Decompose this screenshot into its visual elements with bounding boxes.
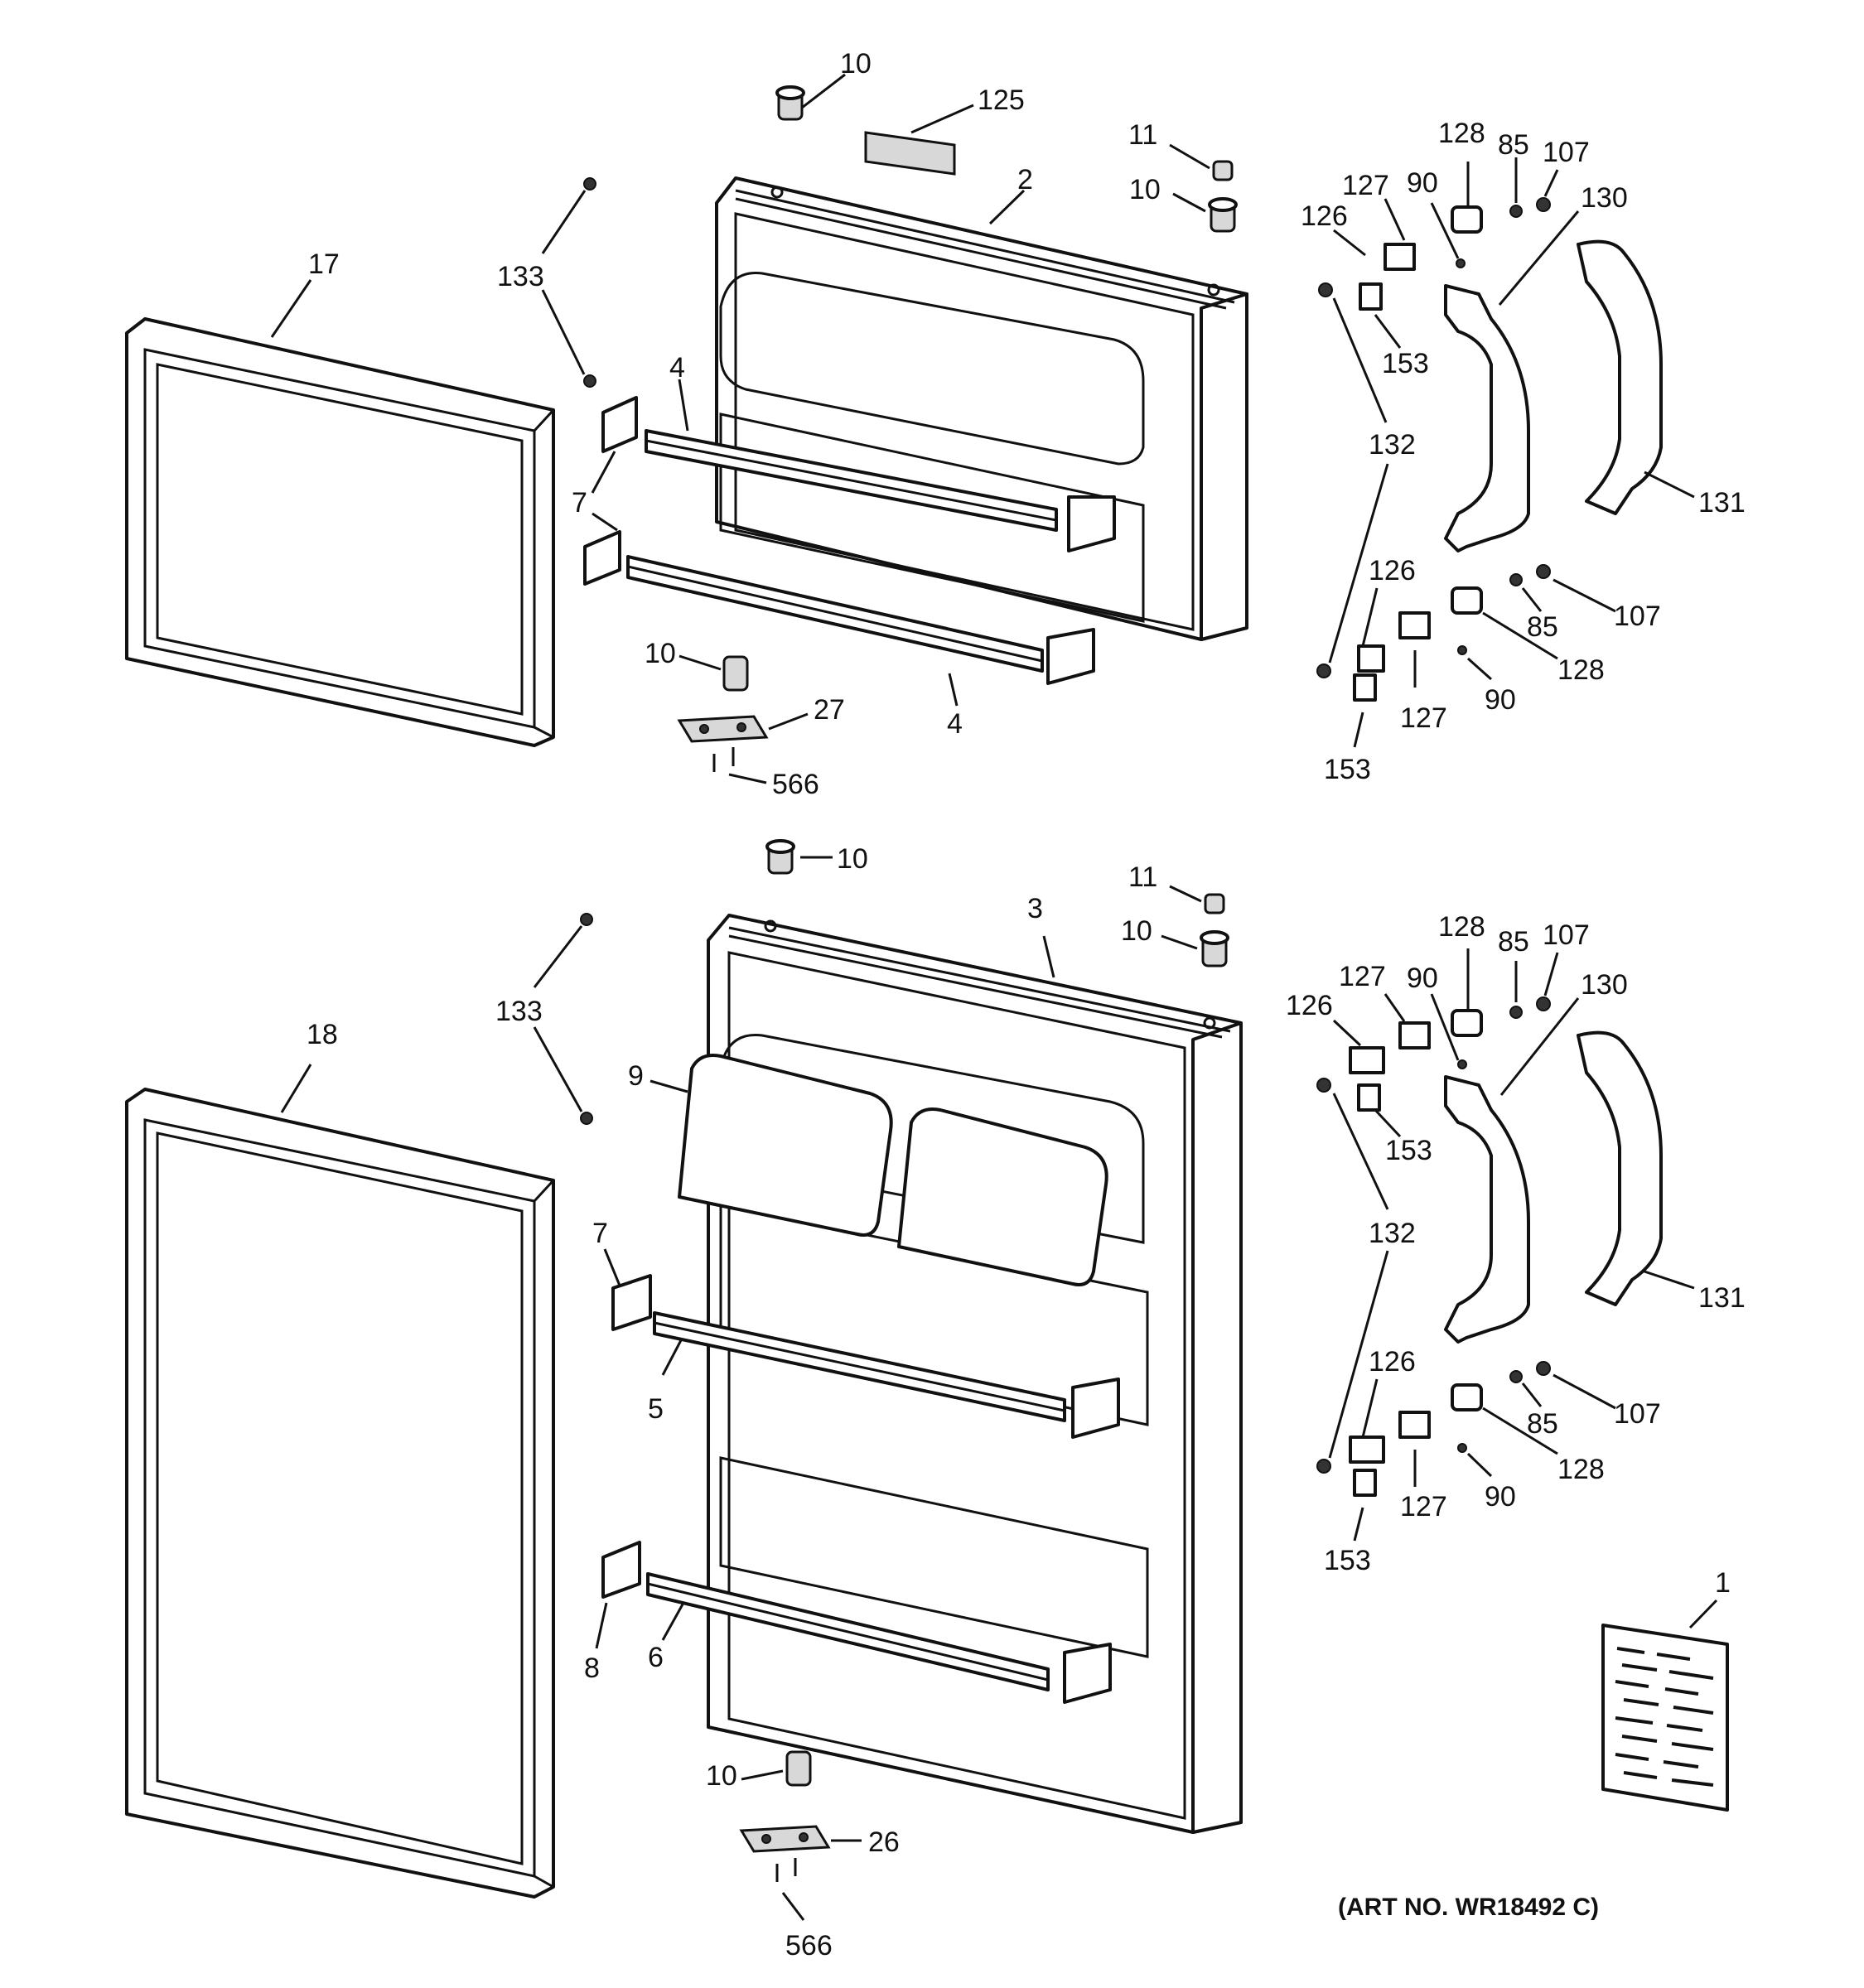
freezer-door-section: 17 2 10 125 11 10 133 4 4 7 10 27 566 [125,48,1248,800]
callout-top-153b: 153 [1324,754,1371,785]
callout-bottom-90a: 90 [1407,963,1438,994]
callout-freezer-stop-bottom: 10 [645,638,676,669]
callout-fresh-gasket: 18 [307,1019,338,1050]
callout-top-85b: 85 [1527,611,1558,643]
freezer-hinge-27 [677,715,769,772]
callout-fresh-plug-top: 10 [837,843,868,875]
art-number: (ART NO. WR18492 C) [1338,1894,1599,1921]
callout-bottom-126a: 126 [1286,990,1333,1021]
callout-freezer-shelf-4b: 4 [947,708,963,740]
callout-fresh-plug-10-right: 10 [1121,915,1152,947]
freezer-shelf-upper [645,429,1116,552]
callout-literature-1: 1 [1715,1567,1731,1599]
dairy-bins [678,1054,1108,1286]
callout-top-131: 131 [1698,487,1746,519]
callout-top-127a: 127 [1342,170,1389,201]
callout-top-126b: 126 [1369,555,1416,586]
literature-sheet: 1 [1601,1567,1731,1812]
fresh-screw-133 [580,913,593,1125]
callout-bottom-126b: 126 [1369,1346,1416,1378]
callout-top-128a: 128 [1438,118,1485,149]
callout-freezer-plug-11: 11 [1128,119,1157,151]
callout-fresh-plug-11: 11 [1128,861,1157,893]
callout-fresh-end-cap-8: 8 [584,1653,600,1684]
callout-bottom-153b: 153 [1324,1545,1371,1576]
callout-fresh-shelf-6: 6 [648,1642,664,1673]
callout-fresh-door: 3 [1027,893,1043,924]
callout-fresh-screw-566: 566 [785,1930,833,1961]
callout-top-85a: 85 [1498,129,1529,161]
callout-top-153a: 153 [1382,348,1429,379]
callout-bottom-131: 131 [1698,1282,1746,1314]
callout-dairy-9: 9 [628,1060,644,1092]
callout-bottom-85a: 85 [1498,926,1529,958]
callout-bottom-128a: 128 [1438,911,1485,943]
fresh-plug-10-right [1200,930,1229,967]
callout-bottom-130: 130 [1581,969,1628,1001]
callout-top-90b: 90 [1485,684,1516,716]
handle-group-bottom: 128 85 107 130 127 90 126 153 132 131 12… [1286,911,1746,1576]
freezer-gasket [125,317,555,747]
callout-freezer-nameplate: 125 [978,84,1025,116]
callout-freezer-door: 2 [1017,164,1033,195]
callout-bottom-153a: 153 [1385,1135,1432,1166]
callout-freezer-screw-566: 566 [772,769,819,800]
callout-bottom-132: 132 [1369,1218,1416,1249]
freezer-plug-top [775,85,805,121]
callout-bottom-85b: 85 [1527,1408,1558,1440]
callout-freezer-shelf-4a: 4 [669,352,685,384]
callout-top-130: 130 [1581,182,1628,214]
callout-top-132: 132 [1369,429,1416,461]
freezer-plug-11 [1212,160,1234,181]
freezer-screw-133 [583,177,596,388]
fresh-hinge-26 [739,1825,831,1882]
freezer-shelf-lower [626,555,1095,685]
callout-fresh-end-cap-7: 7 [592,1218,608,1249]
callout-bottom-107a: 107 [1543,919,1590,951]
fresh-food-gasket [125,1088,555,1899]
callout-top-126a: 126 [1301,200,1348,232]
callout-top-90a: 90 [1407,167,1438,199]
callout-bottom-127a: 127 [1339,961,1386,992]
callout-freezer-end-cap-7: 7 [572,487,587,519]
callout-top-107b: 107 [1614,601,1661,632]
freezer-end-caps [583,396,638,586]
freezer-stop-bottom [722,655,749,692]
freezer-door [715,176,1248,641]
handle-group-top: 128 85 107 130 127 90 126 153 132 131 12… [1301,118,1746,785]
freezer-nameplate [864,131,956,176]
callout-fresh-stop-bottom: 10 [706,1760,737,1792]
callout-fresh-shelf-5: 5 [648,1393,664,1425]
callout-freezer-plug-10-right: 10 [1129,174,1161,205]
freezer-plug-10-right [1208,197,1238,233]
fresh-plug-11 [1204,893,1225,914]
callout-top-127b: 127 [1400,702,1447,734]
callout-bottom-127b: 127 [1400,1491,1447,1522]
fresh-plug-top [765,839,795,875]
fresh-shelf-6 [601,1541,1112,1704]
callout-fresh-screw-133: 133 [495,996,543,1027]
callout-top-107a: 107 [1543,137,1590,168]
callout-freezer-screw-133: 133 [497,261,544,292]
callout-fresh-hinge-26: 26 [868,1826,900,1858]
fresh-stop-bottom [785,1750,812,1787]
callout-top-128b: 128 [1557,654,1605,686]
callout-freezer-hinge-27: 27 [814,694,845,726]
callout-bottom-128b: 128 [1557,1454,1605,1485]
fresh-shelf-5 [611,1274,1120,1439]
fresh-food-door [707,914,1243,1834]
callout-freezer-plug-top: 10 [840,48,872,80]
callout-bottom-90b: 90 [1485,1481,1516,1513]
fresh-food-door-section: 18 3 10 11 10 133 9 7 5 8 6 10 26 566 [125,839,1243,1961]
callout-freezer-gasket: 17 [308,248,340,280]
callout-bottom-107b: 107 [1614,1398,1661,1430]
